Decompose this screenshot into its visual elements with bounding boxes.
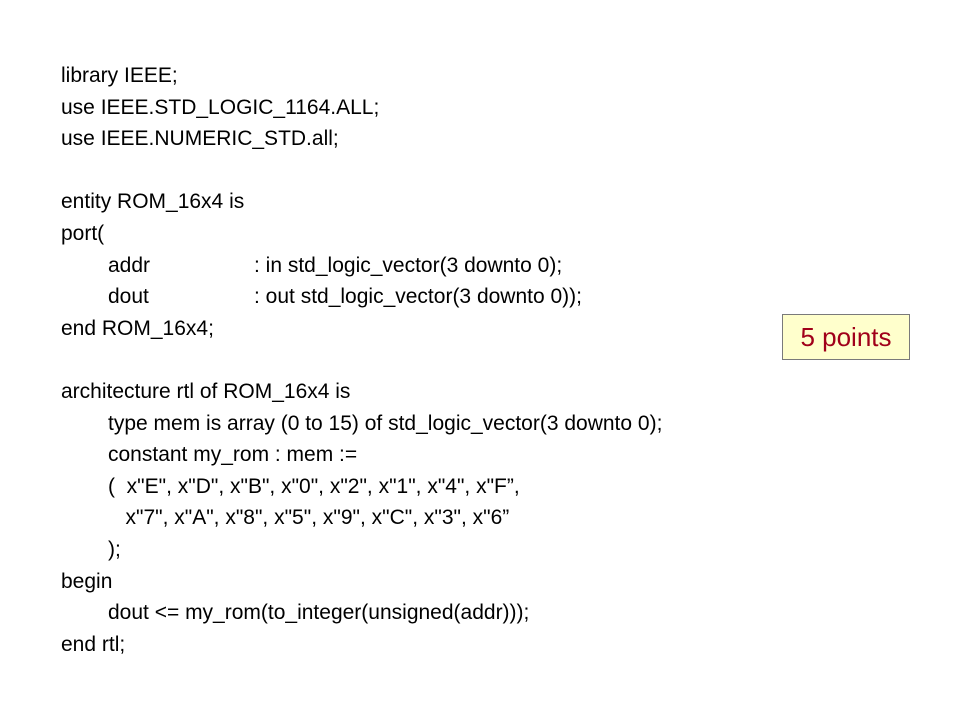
- code-line: );: [108, 537, 121, 561]
- code-line: constant my_rom : mem :=: [108, 443, 358, 467]
- blank-line: [61, 344, 761, 376]
- code-line: begin: [61, 569, 113, 593]
- code-line: use IEEE.NUMERIC_STD.all;: [61, 127, 339, 151]
- code-line: architecture rtl of ROM_16x4 is: [61, 379, 351, 403]
- port-declaration: : out std_logic_vector(3 downto 0));: [254, 285, 583, 309]
- port-line-addr: addr : in std_logic_vector(3 downto 0);: [61, 250, 761, 282]
- code-line: x"7", x"A", x"8", x"5", x"9", x"C", x"3"…: [108, 506, 510, 530]
- vhdl-code-block: library IEEE; use IEEE.STD_LOGIC_1164.AL…: [61, 60, 761, 660]
- code-line: dout <= my_rom(to_integer(unsigned(addr)…: [108, 601, 530, 625]
- code-line: port(: [61, 221, 105, 245]
- code-line: end ROM_16x4;: [61, 316, 214, 340]
- port-declaration: : in std_logic_vector(3 downto 0);: [254, 253, 563, 277]
- code-line: library IEEE;: [61, 64, 178, 87]
- code-line: type mem is array (0 to 15) of std_logic…: [108, 411, 663, 435]
- port-line-dout: dout : out std_logic_vector(3 downto 0));: [61, 281, 761, 313]
- port-name: addr: [108, 253, 151, 277]
- blank-line: [61, 155, 761, 187]
- port-name: dout: [108, 285, 149, 309]
- code-line: entity ROM_16x4 is: [61, 190, 245, 214]
- code-line: use IEEE.STD_LOGIC_1164.ALL;: [61, 95, 380, 119]
- points-badge: 5 points: [782, 314, 910, 360]
- code-line: ( x"E", x"D", x"B", x"0", x"2", x"1", x"…: [108, 474, 520, 498]
- code-line: end rtl;: [61, 632, 126, 656]
